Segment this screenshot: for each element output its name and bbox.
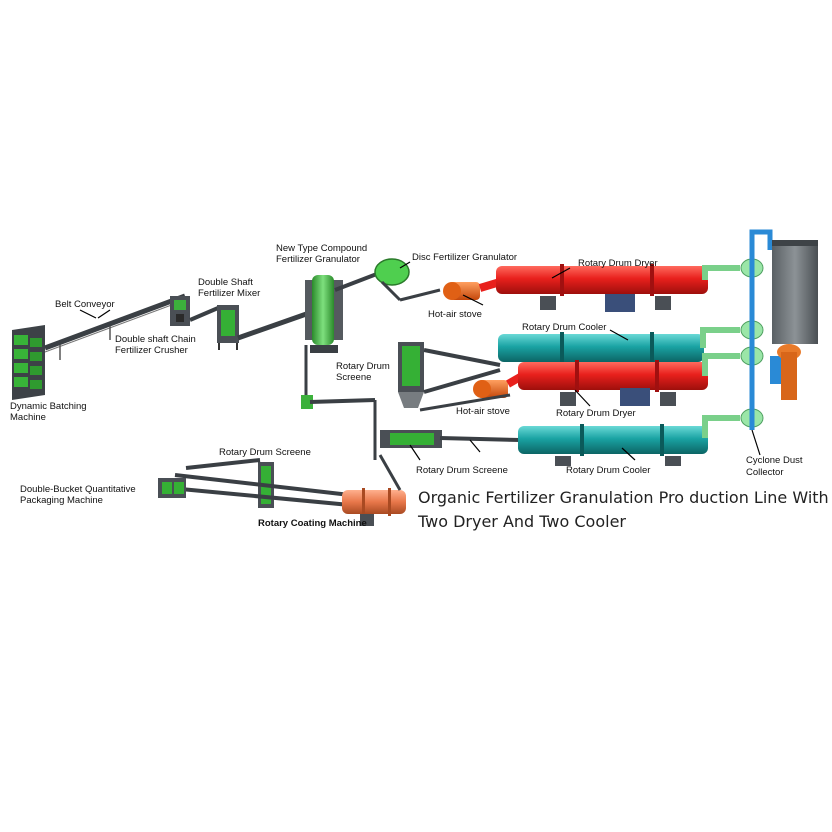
hot-air-stove-1 xyxy=(443,278,502,300)
label-cyclone-1: Cyclone Dust xyxy=(746,455,803,466)
label-packaging-1: Double-Bucket Quantitative xyxy=(20,484,136,495)
conveyors-to-packaging xyxy=(169,473,351,507)
compound-granulator xyxy=(305,275,343,353)
label-chain-crusher-2: Fertilizer Crusher xyxy=(115,345,188,356)
label-cyclone-2: Collector xyxy=(746,467,784,478)
packaging-machine xyxy=(158,478,186,498)
label-dynamic-batching-2: Machine xyxy=(10,412,46,423)
leader-lines xyxy=(79,261,761,461)
label-compound-granulator-2: Fertilizer Granulator xyxy=(276,254,360,265)
label-screene-3: Rotary Drum Screene xyxy=(219,447,311,458)
exhaust-pipe xyxy=(749,229,773,430)
label-chain-crusher-1: Double shaft Chain xyxy=(115,334,196,345)
label-dynamic-batching-1: Dynamic Batching xyxy=(10,401,87,412)
conveyor-mixer-to-granulator xyxy=(237,309,313,341)
air-ducts xyxy=(700,265,740,438)
label-belt-conveyor: Belt Conveyor xyxy=(55,299,115,310)
dynamic-batching-machine xyxy=(12,325,45,400)
label-dryer-1: Rotary Drum Dryer xyxy=(578,258,658,269)
conveyor-to-disc xyxy=(334,270,383,292)
label-double-shaft-mixer-2: Fertilizer Mixer xyxy=(198,288,261,299)
label-double-shaft-mixer-1: Double Shaft xyxy=(198,277,253,288)
hot-air-stove-2 xyxy=(473,372,524,398)
rotary-drum-dryer-2 xyxy=(518,360,708,406)
label-packaging-2: Packaging Machine xyxy=(20,495,103,506)
label-hot-air-stove-1: Hot-air stove xyxy=(428,309,482,320)
rotary-drum-screene-1 xyxy=(398,342,501,408)
diagram-title-line-1: Organic Fertilizer Granulation Pro ducti… xyxy=(418,488,829,507)
label-compound-granulator-1: New Type Compound xyxy=(276,243,368,254)
belt-conveyor xyxy=(44,293,186,360)
label-cooler-1: Rotary Drum Cooler xyxy=(522,322,607,333)
double-shaft-mixer xyxy=(217,305,239,350)
label-dryer-2: Rotary Drum Dryer xyxy=(556,408,636,419)
rotary-drum-cooler-2 xyxy=(518,424,708,466)
label-screene-1-2: Screene xyxy=(336,372,372,383)
granulator-support-conveyor xyxy=(301,345,376,409)
label-screene-2: Rotary Drum Screene xyxy=(416,465,508,476)
label-coating: Rotary Coating Machine xyxy=(258,518,367,529)
chain-crusher xyxy=(170,296,190,326)
label-hot-air-stove-2: Hot-air stove xyxy=(456,406,510,417)
exhaust-tower xyxy=(770,240,818,400)
rotary-drum-screene-2 xyxy=(373,393,521,460)
conveyor-crusher-to-mixer xyxy=(189,306,219,322)
label-screene-1-1: Rotary Drum xyxy=(336,361,390,372)
disc-granulator xyxy=(374,258,441,302)
rotary-coating-machine xyxy=(342,454,406,526)
label-cooler-2: Rotary Drum Cooler xyxy=(566,465,651,476)
label-disc-granulator: Disc Fertilizer Granulator xyxy=(412,252,518,263)
rotary-drum-cooler-1 xyxy=(498,332,704,364)
diagram-title-line-2: Two Dryer And Two Cooler xyxy=(418,512,626,531)
rotary-drum-dryer-1 xyxy=(496,264,708,312)
